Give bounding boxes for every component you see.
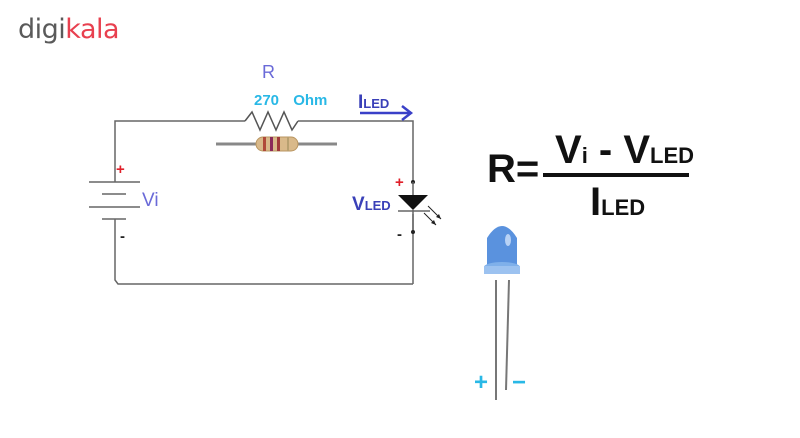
led-plus: + — [395, 174, 404, 191]
num-v1-sub: i — [581, 143, 588, 168]
num-v1: V — [555, 128, 582, 172]
den-main: I — [590, 180, 602, 224]
wire-bottom — [114, 219, 413, 285]
num-v2-sub: LED — [650, 143, 695, 168]
led-photo — [484, 226, 520, 400]
num-op: - — [587, 128, 624, 172]
resistor-symbol — [244, 110, 299, 132]
num-v2: V — [623, 128, 651, 172]
fraction-bar — [543, 173, 689, 177]
wire-top-left — [114, 120, 245, 169]
resistor-photo — [216, 136, 337, 152]
led-symbol — [398, 180, 442, 234]
formula-denominator: ILED — [590, 180, 645, 225]
logo-part1: digi — [18, 14, 66, 45]
current-label-sub: LED — [363, 96, 390, 111]
source-label: Vi — [142, 190, 159, 211]
led-photo-plus: + — [474, 369, 489, 396]
current-label: ILED — [358, 92, 389, 114]
led-minus: - — [397, 226, 402, 243]
den-sub: LED — [601, 195, 646, 220]
resistor-value: 270 Ohm — [254, 92, 328, 109]
led-label-main: V — [352, 194, 365, 215]
resistor-label: R — [262, 62, 275, 82]
formula-numerator: Vi - VLED — [555, 128, 694, 173]
led-photo-minus: − — [512, 369, 527, 396]
wire-top-right — [298, 120, 414, 182]
battery-symbol — [89, 169, 140, 220]
led-voltage-label: VLED — [352, 194, 391, 216]
source-minus: - — [120, 228, 125, 245]
digikala-logo: digikala — [18, 14, 120, 45]
source-plus: + — [116, 161, 125, 178]
logo-part2: kala — [65, 14, 120, 45]
current-label-main: I — [358, 92, 364, 113]
led-label-sub: LED — [364, 198, 391, 213]
current-arrow-icon — [360, 105, 414, 121]
formula-lhs: R= — [487, 147, 540, 191]
